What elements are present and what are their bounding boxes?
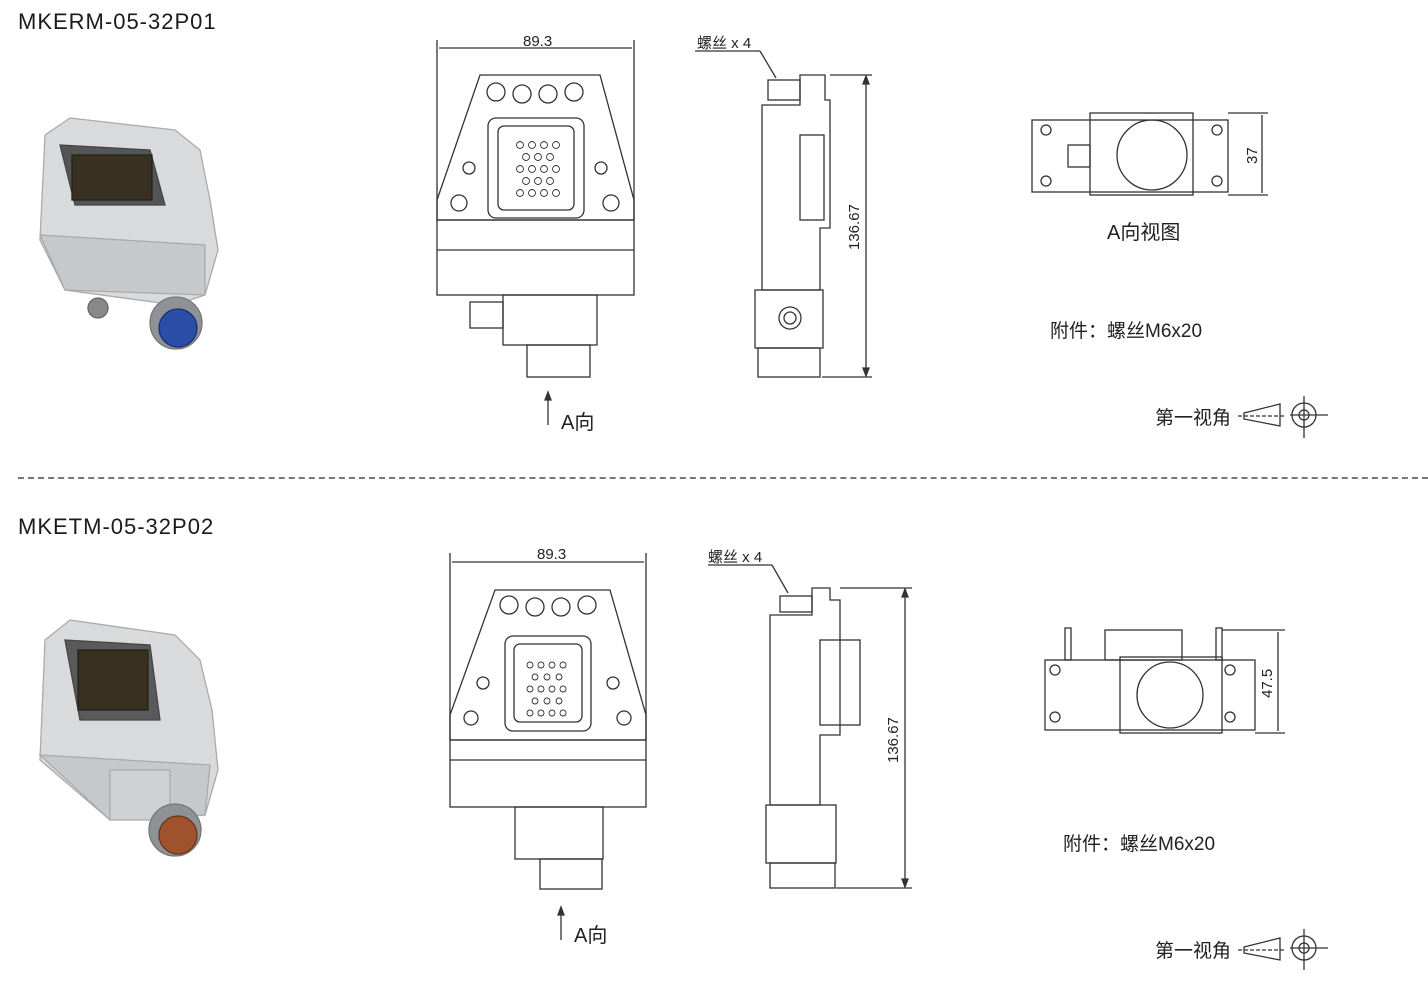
screw-label-2: 螺丝 x 4 xyxy=(708,549,763,566)
model-title-1: MKERM-05-32P01 xyxy=(18,9,217,34)
front-view-1 xyxy=(436,40,635,425)
a-view-title-1: A向视图 xyxy=(1107,222,1181,244)
a-view-2 xyxy=(1044,627,1285,734)
first-angle-projection-icon-2 xyxy=(1238,929,1328,970)
connector-pins-1 xyxy=(516,141,560,197)
accessory-note-1: 附件：螺丝M6x20 xyxy=(1050,321,1203,342)
section-divider xyxy=(18,477,1428,479)
product-photo-2 xyxy=(38,619,219,857)
accessory-note-2: 附件：螺丝M6x20 xyxy=(1063,834,1216,855)
width-dimension-1: 89.3 xyxy=(523,33,553,50)
product-photo-1 xyxy=(38,117,219,350)
screw-label-1: 螺丝 x 4 xyxy=(697,35,752,52)
direction-label-2: A向 xyxy=(574,925,608,947)
front-view-2 xyxy=(449,553,647,940)
direction-label-1: A向 xyxy=(561,412,595,434)
side-view-1 xyxy=(695,50,872,378)
first-angle-projection-icon-1 xyxy=(1238,396,1328,438)
connector-pins-2 xyxy=(526,661,567,717)
a-view-dimension-2: 47.5 xyxy=(1259,668,1276,698)
model-title-2: MKETM-05-32P02 xyxy=(18,514,215,539)
width-dimension-2: 89.3 xyxy=(537,546,567,563)
a-view-1 xyxy=(1031,112,1268,196)
projection-label-2: 第一视角 xyxy=(1155,941,1232,962)
projection-label-1: 第一视角 xyxy=(1155,408,1232,429)
side-view-2 xyxy=(708,564,912,889)
height-dimension-2: 136.67 xyxy=(885,717,902,763)
